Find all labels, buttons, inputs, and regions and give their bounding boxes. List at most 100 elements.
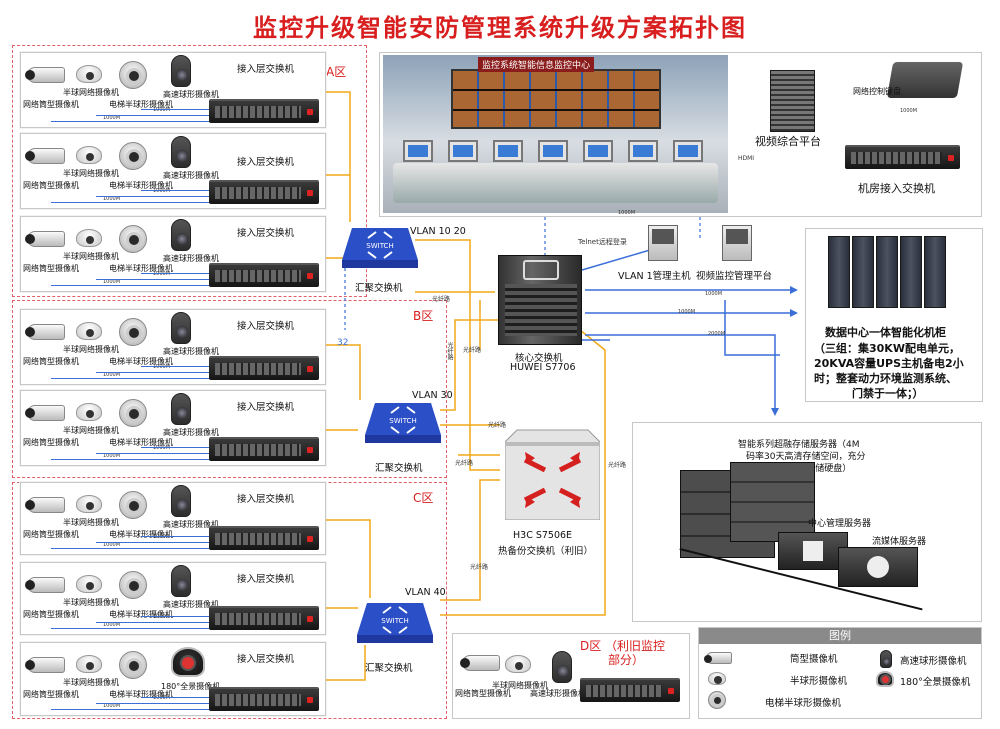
access-switch-label: 接入层交换机 xyxy=(237,64,295,75)
access-switch xyxy=(209,437,319,461)
link-1000m-b: 1000M xyxy=(678,309,696,315)
elevator-camera-label: 电梯半球形摄像机 xyxy=(109,181,173,190)
room-access-switch xyxy=(845,145,960,169)
agg-switch-2-face: SWITCH xyxy=(389,417,416,425)
tube-camera xyxy=(25,577,65,593)
control-center-photo: 监控系统智能信息监控中心 xyxy=(383,55,728,213)
link-1000m: 1000M xyxy=(153,614,171,620)
zone-a-border xyxy=(12,45,367,297)
cam-link xyxy=(51,459,209,460)
zone-d-panel xyxy=(452,633,690,719)
access-switch-label: 接入层交换机 xyxy=(237,402,295,413)
cam-link xyxy=(141,536,209,537)
cam-link xyxy=(51,378,209,379)
center-server-label: 中心管理服务器 xyxy=(808,519,872,529)
dome-camera-label: 半球网络摄像机 xyxy=(63,252,119,261)
backup-switch-model: H3C S7506E xyxy=(513,530,573,541)
elevator-camera xyxy=(119,571,147,599)
link-1000m: 1000M xyxy=(103,372,121,378)
elevator-camera-label: 电梯半球形摄像机 xyxy=(109,264,173,273)
console-desk xyxy=(393,163,718,203)
agg-switch-1-face: SWITCH xyxy=(366,242,393,250)
access-switch xyxy=(209,526,319,550)
diagram-title: 监控升级智能安防管理系统升级方案拓扑图 xyxy=(253,13,747,42)
tube-camera-label: 网络筒型摄像机 xyxy=(23,690,79,699)
console-monitor xyxy=(673,140,703,162)
cam-link xyxy=(141,273,209,274)
access-switch xyxy=(209,606,319,630)
access-switch xyxy=(209,99,319,123)
link-1000m: 1000M xyxy=(103,115,121,121)
cabinet-text-2: （三组：集30KW配电单元， xyxy=(814,342,960,355)
link-1000m: 1000M xyxy=(153,107,171,113)
ptz-camera xyxy=(171,136,191,168)
hdmi-label: HDMI xyxy=(738,155,755,162)
elevator-camera xyxy=(119,61,147,89)
room-access-switch-label: 机房接入交换机 xyxy=(858,182,935,195)
tube-camera-label: 网络筒型摄像机 xyxy=(23,181,79,190)
zone-d-dome-label: 半球网络摄像机 xyxy=(492,681,548,690)
video-mgmt-label: 视频监控管理平台 xyxy=(696,271,773,282)
cam-link xyxy=(141,190,209,191)
keyboard-link-1000m: 1000M xyxy=(900,108,918,114)
cabinet-text-5: 门禁于一体；） xyxy=(852,387,924,400)
cam-link xyxy=(141,109,209,110)
cam-link xyxy=(96,372,209,373)
link-1000m: 1000M xyxy=(103,622,121,628)
telnet-label: Telnet远程登录 xyxy=(578,238,627,246)
access-switch-label: 接入层交换机 xyxy=(237,574,295,585)
console-monitor xyxy=(628,140,658,162)
console-monitor xyxy=(583,140,613,162)
dome-camera-label: 半球网络摄像机 xyxy=(63,518,119,527)
video-wall xyxy=(451,69,661,129)
zone-d-ptz-camera xyxy=(552,651,572,683)
zone-d-dome-camera xyxy=(505,655,531,673)
agg-switch-2: SWITCH xyxy=(365,395,441,443)
zone-b-border xyxy=(12,300,447,478)
legend-tube-label: 筒型摄像机 xyxy=(790,654,838,665)
backup-switch xyxy=(505,420,600,520)
cabinet-text-3: 20KVA容量UPS主机备电2小 xyxy=(814,357,964,370)
cabinet-rack xyxy=(828,236,850,308)
elevator-camera xyxy=(119,225,147,253)
cam-link xyxy=(96,279,209,280)
storage-text-2: 码率30天高清存储空间，充分 xyxy=(746,452,866,462)
cam-link xyxy=(96,622,209,623)
fiber-label-5: 光纤路 xyxy=(455,460,474,467)
tube-camera-label: 网络筒型摄像机 xyxy=(23,357,79,366)
cam-link xyxy=(141,366,209,367)
video-platform-device xyxy=(770,70,815,132)
legend-ptz-label: 高速球形摄像机 xyxy=(900,656,967,667)
link-1000m: 1000M xyxy=(153,271,171,277)
ptz-camera-label: 高速球形摄像机 xyxy=(163,428,219,437)
agg-switch-1-label: 汇聚交换机 xyxy=(355,283,403,294)
cam-link xyxy=(51,548,209,549)
link-1000m: 1000M xyxy=(103,453,121,459)
cam-link xyxy=(141,447,209,448)
media-server-label: 流媒体服务器 xyxy=(872,537,927,547)
vlan-30: VLAN 30 xyxy=(412,390,453,401)
ptz-camera-label: 高速球形摄像机 xyxy=(163,254,219,263)
access-switch-label: 接入层交换机 xyxy=(237,228,295,239)
tube-camera xyxy=(25,148,65,164)
fiber-label-6: 光纤路 xyxy=(470,564,489,571)
legend-dome-label: 半球形摄像机 xyxy=(790,676,848,687)
zone-d-tube-camera xyxy=(460,655,500,671)
access-switch-label: 接入层交换机 xyxy=(237,157,295,168)
dome-camera-label: 半球网络摄像机 xyxy=(63,426,119,435)
ptz-camera-label: 高速球形摄像机 xyxy=(163,600,219,609)
legend-ptz-icon xyxy=(880,650,892,668)
access-switch-label: 接入层交换机 xyxy=(237,494,295,505)
fiber-label-3: 光纤路 xyxy=(463,347,482,354)
cam-link xyxy=(96,453,209,454)
tube-camera-label: 网络筒型摄像机 xyxy=(23,530,79,539)
center-server-device xyxy=(778,532,848,570)
elevator-camera xyxy=(119,651,147,679)
zone-d-label-2: 部分） xyxy=(608,653,645,667)
dome-camera xyxy=(76,575,102,593)
ptz-camera xyxy=(171,485,191,517)
